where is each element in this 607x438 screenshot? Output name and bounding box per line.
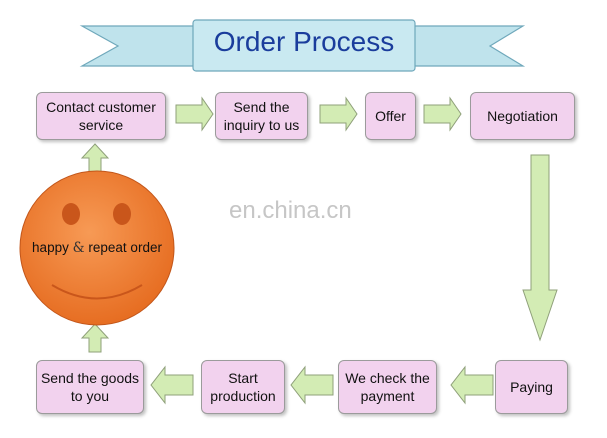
step-label: to you [70,388,110,404]
step-offer: Offer [365,92,416,140]
arrow-left-2 [290,365,334,405]
watermark-text: en.china.cn [229,197,352,224]
smiley-right-eye [113,203,131,225]
arrow-right-2 [319,96,358,132]
arrow-right-3 [423,96,462,132]
smiley-mouth [51,284,143,300]
banner-left-tail [79,25,196,67]
step-label: We check the [345,370,430,386]
step-label: Offer [375,108,406,124]
arrow-up-top [80,143,110,173]
step-label: payment [360,388,415,404]
step-start-production: Start production [201,360,285,414]
step-send-inquiry: Send the inquiry to us [215,92,308,140]
step-label: Start [228,370,258,386]
title-banner [79,19,526,72]
step-check-payment: We check the payment [338,360,437,414]
smiley-face [19,170,175,326]
banner-center [192,19,416,72]
step-label: Send the goods [40,370,140,386]
step-label: production [210,388,276,404]
smiley-circle [19,170,175,326]
smiley-ampersand: & [72,240,85,256]
step-paying: Paying [495,360,568,414]
smiley-word-repeat-order: repeat order [88,240,162,255]
step-contact-customer-service: Contact customer service [36,92,166,140]
page-title: Order Process [213,26,395,57]
step-label: inquiry to us [223,117,300,133]
arrow-right-1 [175,96,214,132]
step-send-goods: Send the goods to you [36,360,144,414]
step-label: service [78,117,124,133]
banner-right-tail [412,25,526,67]
smiley-caption: happy & repeat order [17,240,177,256]
step-label: Paying [510,379,553,395]
step-label: Contact customer [46,99,156,115]
step-label: Negotiation [487,108,558,124]
smiley-left-eye [62,203,80,225]
step-label: Send the [233,99,290,115]
arrow-up-bottom [80,323,110,353]
arrow-down-long [522,154,558,342]
step-negotiation: Negotiation [470,92,575,140]
arrow-left-1 [450,365,494,405]
smiley-word-happy: happy [32,240,69,255]
arrow-left-3 [150,365,194,405]
